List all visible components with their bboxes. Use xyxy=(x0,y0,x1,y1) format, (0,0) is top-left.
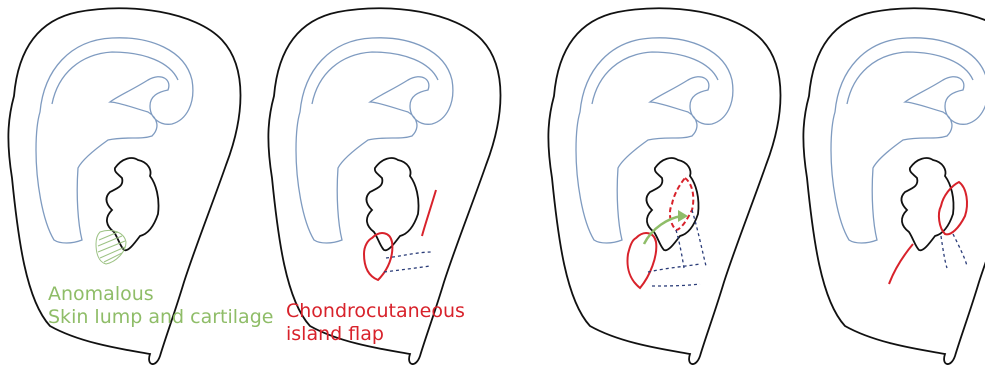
helix-incision-line xyxy=(422,190,436,236)
donor-closure-line xyxy=(889,244,913,284)
panel-1-label: Anomalous Skin lump and cartilage xyxy=(48,283,273,329)
dotted-incision-2 xyxy=(953,234,967,266)
dotted-incision-4 xyxy=(692,210,706,266)
panel-2-label-line-2: island flap xyxy=(286,323,465,346)
dotted-incision-1 xyxy=(941,236,947,268)
dotted-incision-1 xyxy=(648,264,700,272)
panel-4-ear xyxy=(803,8,985,364)
arrow-head xyxy=(678,210,688,222)
panel-1-label-line-1: Anomalous xyxy=(48,283,273,306)
panel-3-ear xyxy=(548,8,780,364)
recipient-site-outline xyxy=(670,178,693,230)
panel-1-label-line-2: Skin lump and cartilage xyxy=(48,306,273,329)
flap-outline xyxy=(628,233,657,288)
panel-2-label: Chondrocutaneous island flap xyxy=(286,300,465,346)
dotted-incision-2 xyxy=(384,266,430,272)
panel-2-label-line-1: Chondrocutaneous xyxy=(286,300,465,323)
dotted-incision-2 xyxy=(652,284,700,286)
